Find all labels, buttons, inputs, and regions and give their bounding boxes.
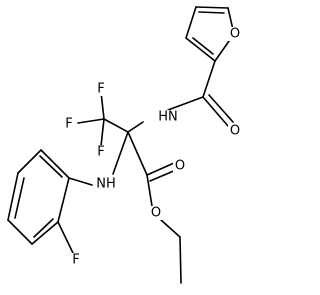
bond-furan-c3-c2 xyxy=(185,37,216,62)
ester-oxygen-label: O xyxy=(151,206,161,221)
bond-carbonyl-n xyxy=(167,96,204,111)
ester-carbonyl-oxygen-label: O xyxy=(175,159,185,174)
ester-group xyxy=(127,131,182,284)
atom-labels: O HN O F F F NH O O F xyxy=(62,27,242,268)
aryl-fluorine-label: F xyxy=(72,253,79,268)
bond-furan-c5-c4-double xyxy=(198,11,225,14)
bond-ester-c-o-single xyxy=(146,174,153,207)
bond-ring-c4-c5 xyxy=(7,219,33,245)
bond-n-quaternary-c xyxy=(127,121,144,133)
bond-ring-c6-f xyxy=(57,221,74,254)
aniline-linkage xyxy=(68,131,129,186)
bond-quaternary-c-ester-c xyxy=(127,131,148,176)
trifluoromethyl-group xyxy=(77,91,129,147)
bond-cf3-f-top xyxy=(100,91,105,120)
bond-ester-c-o-double xyxy=(146,162,175,176)
bond-furan-c4-c3 xyxy=(185,6,197,39)
bond-ring-c1-c2 xyxy=(40,149,70,179)
amide-carbonyl-oxygen-label: O xyxy=(230,124,240,139)
bond-ring-c3-c4 xyxy=(7,172,19,221)
bond-quaternary-c-nh xyxy=(112,131,129,175)
fluorophenyl-ring xyxy=(7,149,74,254)
bond-ring-c6-c1 xyxy=(57,177,70,223)
bond-ester-c-o-double-2 xyxy=(149,169,177,182)
bond-furan-c5-c4 xyxy=(195,6,229,9)
bond-ring-c2-c3 xyxy=(17,149,42,174)
bond-furan-c3-c2-double xyxy=(192,37,214,55)
bond-ch2-ch3 xyxy=(179,236,182,284)
bond-quaternary-c-cf3 xyxy=(103,118,129,133)
bond-ester-o-ch2 xyxy=(160,219,181,238)
amide-nitrogen-label: HN xyxy=(158,110,178,125)
fluorine-bottom-label: F xyxy=(97,145,104,160)
furan-ring xyxy=(185,6,235,62)
amide-group xyxy=(127,60,234,133)
fluorine-left-label: F xyxy=(65,117,72,132)
fluorine-top-label: F xyxy=(97,82,104,97)
chemical-structure-diagram: O HN O F F F NH O O F xyxy=(7,6,242,284)
aniline-nitrogen-label: NH xyxy=(96,177,116,192)
bond-nh-aryl xyxy=(68,177,93,186)
bond-furan-c2-carbonyl xyxy=(202,60,216,98)
bond-ring-c5-c6 xyxy=(31,221,59,245)
bond-cf3-f-left xyxy=(77,118,105,124)
bond-carbonyl-o-double xyxy=(208,94,234,123)
bond-ring-c3-c4-double xyxy=(14,177,25,219)
bond-ring-c1-c2-double xyxy=(39,155,63,178)
furan-oxygen-label: O xyxy=(230,27,240,42)
bond-cf3-f-bottom xyxy=(100,118,105,147)
bond-carbonyl-o xyxy=(202,96,229,127)
bond-ring-c5-c6-double xyxy=(33,218,54,238)
